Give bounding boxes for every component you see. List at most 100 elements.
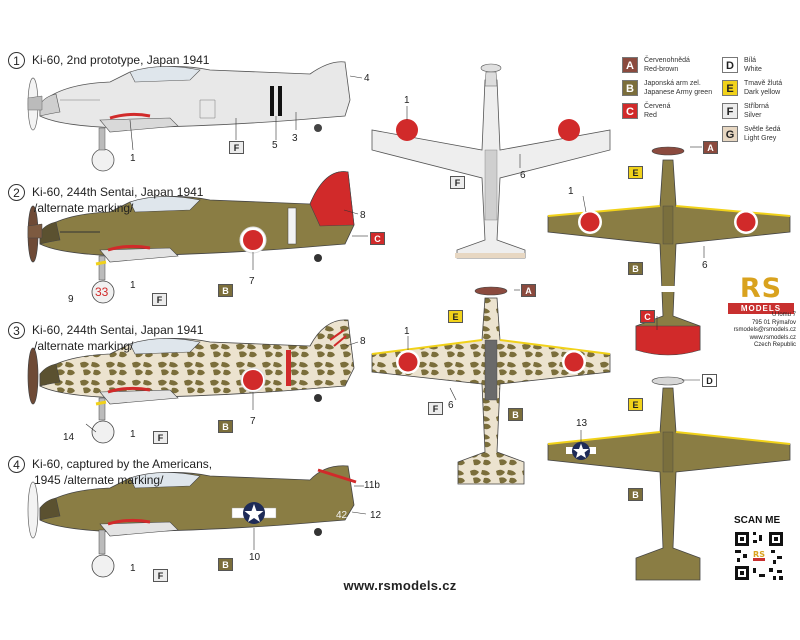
callout-s3-7: 7 <box>250 416 256 427</box>
legend-swatch-D: D <box>722 57 738 73</box>
callout-s1-4: 4 <box>364 73 370 84</box>
callout-top3-B: B <box>508 408 523 421</box>
legend-name-cz-G: Světle šedá <box>744 126 781 133</box>
scheme-4-heading: 4 Ki-60, captured by the Americans, 1945 … <box>8 456 212 488</box>
scheme-4-title: Ki-60, captured by the Americans, <box>32 457 213 471</box>
callout-top2-1: 1 <box>568 186 574 197</box>
scheme-4-number: 4 <box>8 456 25 473</box>
address-line-5: Czech Republic <box>753 342 796 348</box>
callout-top3-E: E <box>448 310 463 323</box>
legend-name-cz-B: Japonská arm zel. <box>644 80 701 87</box>
callout-s1-F: F <box>229 141 244 154</box>
callout-s4-11b: 11b <box>364 480 380 491</box>
legend-swatch-F: F <box>722 103 738 119</box>
qr-center-logo: RS <box>753 550 765 559</box>
callout-s3-1: 1 <box>130 429 136 440</box>
callout-s4-B: B <box>218 558 233 571</box>
scheme-3-title: Ki-60, 244th Sentai, Japan 1941 <box>32 323 204 337</box>
qr-code-icon[interactable]: RS <box>733 530 785 582</box>
side-view-2 <box>27 171 355 304</box>
callout-top3-1: 1 <box>404 326 410 337</box>
callout-top3-F: F <box>428 402 443 415</box>
scheme-1-number: 1 <box>8 52 25 69</box>
scheme-1-title: Ki-60, 2nd prototype, Japan 1941 <box>32 53 210 67</box>
callout-s2-7: 7 <box>249 276 255 287</box>
top-view-3 <box>371 286 611 485</box>
callout-s2-8: 8 <box>360 210 366 221</box>
rs-logo-letters: RS <box>739 273 783 304</box>
scheme-4-subtitle: 1945 /alternate marking/ <box>34 473 164 487</box>
scheme-3-subtitle: /alternate marking/ <box>34 339 134 353</box>
legend-name-en-E: Dark yellow <box>744 88 781 96</box>
callout-s4-1: 1 <box>130 563 136 574</box>
legend-name-cz-C: Červená <box>644 103 671 110</box>
scheme-1-heading: 1 Ki-60, 2nd prototype, Japan 1941 <box>8 52 209 69</box>
scheme-3-number: 3 <box>8 322 25 339</box>
top-view-1 <box>371 63 611 259</box>
callout-s3-14: 14 <box>63 432 75 443</box>
legend-swatch-E: E <box>722 80 738 96</box>
legend-name-en-C: Red <box>644 111 657 119</box>
callout-top2-C: C <box>640 310 655 323</box>
scheme-2-title: Ki-60, 244th Sentai, Japan 1941 <box>32 185 204 199</box>
callout-top1-F: F <box>450 176 465 189</box>
callout-top2-6: 6 <box>702 260 708 271</box>
top-view-2 <box>547 146 791 356</box>
scheme-3-heading: 3 Ki-60, 244th Sentai, Japan 1941 /altern… <box>8 322 203 354</box>
side-view-1 <box>27 61 351 172</box>
callout-s2-33: 33 <box>95 285 109 299</box>
legend-name-cz-E: Tmavě žlutá <box>744 80 783 87</box>
rs-logo-bar: MODELS <box>728 303 794 314</box>
legend-name-en-B: Japanese Army green <box>644 88 713 96</box>
scheme-2-number: 2 <box>8 184 25 201</box>
legend-name-en-G: Light Grey <box>744 134 777 142</box>
callout-s1-1: 1 <box>130 153 136 164</box>
callout-s3-8: 8 <box>360 336 366 347</box>
legend-swatch-B: B <box>622 80 638 96</box>
company-address: U lomu 7 795 01 Rýmařov rsmodels@rsmodel… <box>712 312 796 350</box>
callout-s2-C: C <box>370 232 385 245</box>
callout-top3-6: 6 <box>448 400 454 411</box>
website-url[interactable]: www.rsmodels.cz <box>343 578 457 593</box>
callout-s1-5: 5 <box>272 140 278 151</box>
callout-top4-E: E <box>628 398 643 411</box>
legend-item-B: B Japonská arm zel.Japanese Army green <box>622 80 712 97</box>
legend-name-en-F: Silver <box>744 111 762 119</box>
callout-s4-42: 42 <box>336 510 348 521</box>
callout-top4-13: 13 <box>576 418 588 429</box>
top-view-4 <box>547 376 791 581</box>
address-line-2: 795 01 Rýmařov <box>751 319 796 326</box>
callout-top2-E: E <box>628 166 643 179</box>
callout-s2-9: 9 <box>68 294 74 305</box>
callout-top1-1: 1 <box>404 95 410 106</box>
callout-s4-12: 12 <box>370 510 382 521</box>
callout-s3-B: B <box>218 420 233 433</box>
callout-s2-B: B <box>218 284 233 297</box>
callout-s4-10: 10 <box>249 552 261 563</box>
legend-swatch-C: C <box>622 103 638 119</box>
address-line-1: U lomu 7 <box>771 312 796 318</box>
callout-top4-D: D <box>702 374 717 387</box>
callout-top2-A: A <box>703 141 718 154</box>
callout-s4-F: F <box>153 569 168 582</box>
callout-s2-F: F <box>152 293 167 306</box>
legend-name-cz-F: Stříbrná <box>744 103 769 110</box>
legend-name-cz-A: Červenohnědá <box>644 57 690 64</box>
us-star-insignia-top <box>566 442 596 460</box>
side-view-4 <box>27 465 357 578</box>
callout-top2-B: B <box>628 262 643 275</box>
callout-s3-F: F <box>153 431 168 444</box>
rs-models-logo: RS MODELS <box>728 275 794 314</box>
address-line-4: www.rsmodels.cz <box>749 334 796 341</box>
legend-name-cz-D: Bílá <box>744 57 757 64</box>
scheme-2-subtitle: /alternate marking/ <box>34 201 134 215</box>
address-line-3: rsmodels@rsmodels.cz <box>733 327 796 333</box>
side-view-3 <box>27 319 355 444</box>
callout-top4-B: B <box>628 488 643 501</box>
legend-name-en-D: White <box>744 65 762 73</box>
